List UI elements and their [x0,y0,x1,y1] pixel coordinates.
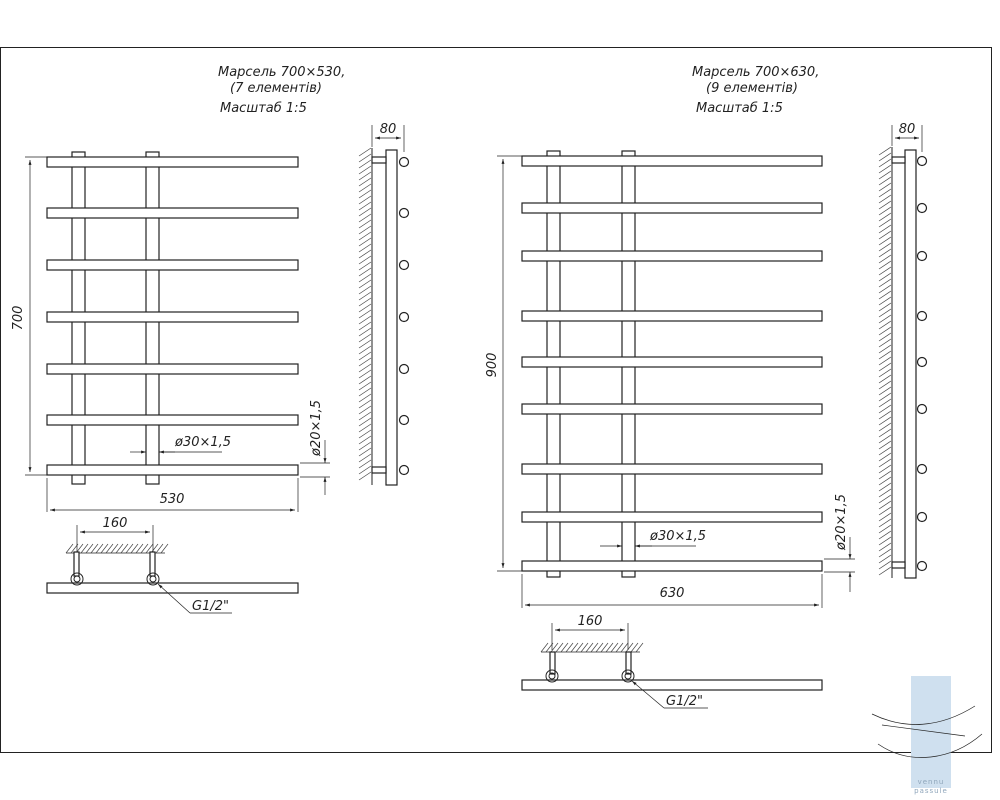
right-bar-cap [916,560,928,572]
left-depth-label: 80 [380,122,397,137]
right-width-label: 630 [660,586,685,601]
left-wall-hatch [358,147,372,481]
left-bar [46,311,299,323]
left-bar [46,207,299,219]
right-bar-cap [916,155,928,167]
right-bars [521,155,823,572]
right-side-view: 80 [878,122,928,579]
right-bar-cap [916,250,928,262]
right-title-line2: (9 елементів) [706,81,798,96]
left-bottom-view: 160 G1/2" [46,516,299,614]
right-bar-cap [916,463,928,475]
left-bar [46,156,299,168]
left-thread-label: G1/2" [192,599,229,614]
right-depth-label: 80 [899,122,916,137]
left-bar [46,259,299,271]
right-bar-cap [916,511,928,523]
left-title-line1: Марсель 700×530, [218,65,345,80]
left-bar-label: ø20×1,5 [309,400,324,457]
right-pipe-label: ø30×1,5 [649,529,706,544]
left-bars [46,156,299,476]
left-bar-cap [398,207,410,219]
left-bar-cap [398,414,410,426]
right-bar [521,202,823,214]
right-bar-label: ø20×1,5 [834,494,849,551]
right-bar-cap [916,202,928,214]
right-bar [521,155,823,167]
left-model: Марсель 700×530, (7 елементів) Масштаб 1… [11,65,410,614]
right-bar-cap [916,310,928,322]
right-center-label: 160 [578,614,603,629]
drawing-frame [0,47,992,753]
right-bar [521,250,823,262]
right-bar [521,356,823,368]
logo-text-bottom: passule [914,787,948,795]
left-bottom-wall-hatch [65,543,169,554]
right-model: Марсель 700×630, (9 елементів) Масштаб 1… [485,65,928,709]
left-bar-cap [398,464,410,476]
left-bar [46,363,299,375]
left-bar [46,414,299,426]
right-bar [521,463,823,475]
left-bar-cap [398,311,410,323]
left-bar-cap [398,363,410,375]
right-bar-cap [916,403,928,415]
left-side-caps [398,156,410,476]
logo-text-top: vennu [918,778,945,786]
right-side-caps [916,155,928,572]
left-scale: Масштаб 1:5 [220,101,307,116]
wave-logo-icon: vennu passule [871,676,983,795]
right-title-line1: Марсель 700×630, [692,65,819,80]
right-wall-hatch [878,146,892,576]
left-bar [46,464,299,476]
left-center-label: 160 [103,516,128,531]
right-scale: Масштаб 1:5 [696,101,783,116]
left-width-label: 530 [160,492,185,507]
left-bar-cap [398,156,410,168]
right-bar [521,310,823,322]
left-bar-cap [398,259,410,271]
right-bottom-view: 160 G1/2" [521,614,823,709]
right-thread-label: G1/2" [666,694,703,709]
right-height-label: 900 [485,353,500,378]
right-bottom-wall-hatch [540,642,644,653]
left-side-view: 80 [358,122,410,486]
left-height-label: 700 [11,306,26,331]
right-bar [521,511,823,523]
right-bar [521,560,823,572]
left-title-line2: (7 елементів) [230,81,322,96]
left-pipe-label: ø30×1,5 [174,435,231,450]
right-bar-cap [916,356,928,368]
right-bar [521,403,823,415]
